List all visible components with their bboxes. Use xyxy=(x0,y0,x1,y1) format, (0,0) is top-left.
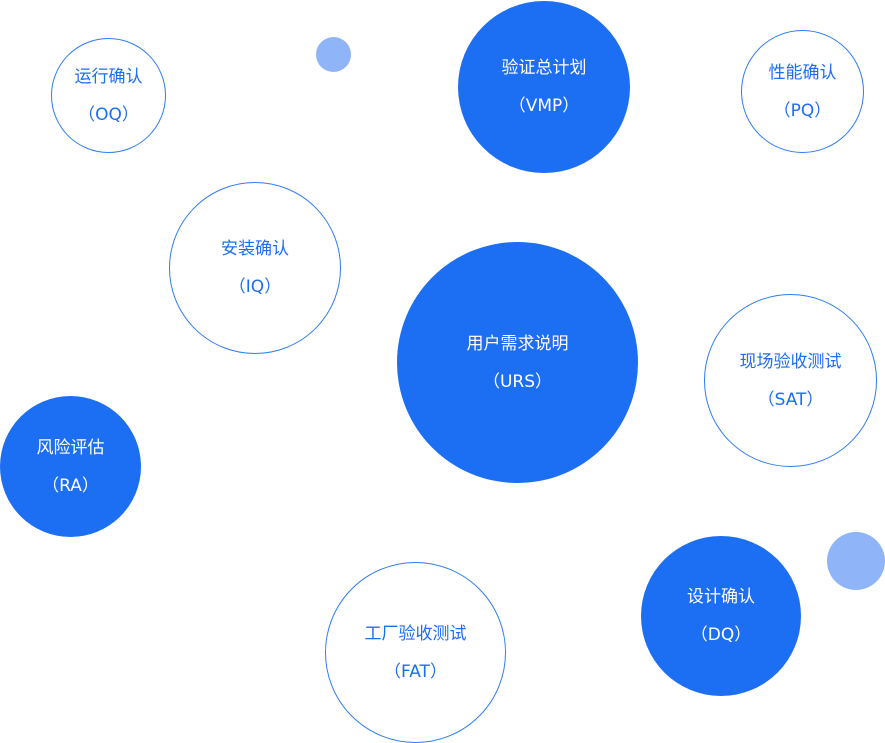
node-title: 性能确认 xyxy=(768,62,837,83)
node-code: （SAT） xyxy=(757,389,824,410)
node-code: （OQ） xyxy=(78,104,139,125)
node-fat: 工厂验收测试 （FAT） xyxy=(325,562,506,743)
node-code: （URS） xyxy=(482,371,553,392)
node-sat: 现场验收测试 （SAT） xyxy=(704,294,877,467)
node-iq: 安装确认 （IQ） xyxy=(169,182,341,354)
node-title: 安装确认 xyxy=(221,239,289,259)
node-code: （IQ） xyxy=(228,277,282,297)
node-title: 现场验收测试 xyxy=(739,351,842,372)
node-dq: 设计确认 （DQ） xyxy=(641,536,801,696)
node-title: 风险评估 xyxy=(36,437,105,458)
node-title: 工厂验收测试 xyxy=(364,623,467,644)
node-vmp: 验证总计划 （VMP） xyxy=(458,1,630,173)
node-ra: 风险评估 （RA） xyxy=(0,396,141,537)
node-code: （DQ） xyxy=(690,625,752,645)
node-title: 用户需求说明 xyxy=(466,333,569,354)
node-code: （FAT） xyxy=(384,661,447,682)
node-code: （VMP） xyxy=(508,96,580,116)
node-code: （PQ） xyxy=(773,100,832,121)
node-title: 验证总计划 xyxy=(501,58,587,78)
node-oq: 运行确认 （OQ） xyxy=(51,38,166,153)
decorative-dot xyxy=(827,532,885,590)
decorative-dot xyxy=(316,37,351,72)
node-code: （RA） xyxy=(42,475,99,496)
node-title: 设计确认 xyxy=(687,587,755,607)
node-urs: 用户需求说明 （URS） xyxy=(397,242,638,483)
node-pq: 性能确认 （PQ） xyxy=(741,30,864,153)
node-title: 运行确认 xyxy=(74,66,143,87)
